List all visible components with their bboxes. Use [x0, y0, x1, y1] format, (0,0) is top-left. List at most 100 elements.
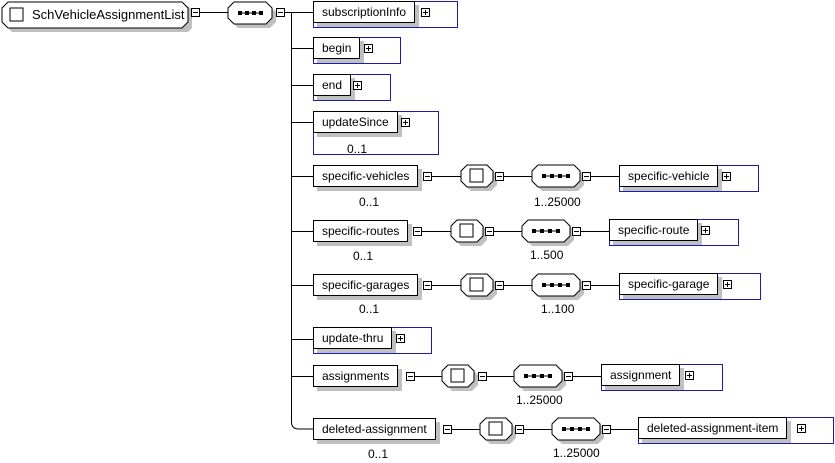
collapse-toggle[interactable] — [423, 172, 432, 181]
connector — [611, 429, 638, 430]
element-specific-vehicles[interactable]: specific-vehicles — [313, 165, 419, 187]
element-subscriptionInfo[interactable]: subscriptionInfo — [313, 1, 416, 23]
collapse-toggle[interactable] — [495, 172, 504, 181]
connector — [573, 376, 601, 377]
element-updateSince[interactable]: updateSince — [313, 111, 398, 133]
connector — [422, 231, 451, 232]
connector — [291, 176, 313, 177]
cardinality-label: 1..100 — [541, 302, 575, 316]
expand-toggle[interactable] — [722, 172, 731, 181]
sequence-icon — [551, 417, 604, 444]
element-specific-routes[interactable]: specific-routes — [313, 220, 409, 242]
connector — [487, 376, 514, 377]
connector — [581, 231, 609, 232]
collapse-toggle[interactable] — [478, 372, 487, 381]
connector — [432, 176, 461, 177]
connector — [291, 85, 313, 86]
connector-spine — [291, 12, 292, 414]
connector — [452, 429, 481, 430]
element-icon — [9, 7, 24, 22]
sequence-compositor[interactable] — [531, 273, 586, 300]
connector — [494, 231, 522, 232]
connector — [591, 285, 619, 286]
element-end[interactable]: end — [313, 74, 352, 96]
collapse-toggle[interactable] — [602, 425, 611, 434]
expand-toggle[interactable] — [401, 118, 410, 127]
expand-toggle[interactable] — [353, 81, 362, 90]
root-collapse-toggle[interactable] — [191, 8, 200, 17]
element-specific-garages[interactable]: specific-garages — [313, 274, 419, 296]
collapse-toggle[interactable] — [423, 281, 432, 290]
sequence-compositor[interactable] — [479, 417, 516, 444]
connector — [524, 429, 552, 430]
element-assignment[interactable]: assignment — [601, 364, 681, 386]
element-deleted-assignment[interactable]: deleted-assignment — [313, 418, 436, 440]
sequence-compositor[interactable] — [441, 364, 478, 391]
connector — [591, 176, 619, 177]
collapse-toggle[interactable] — [406, 372, 415, 381]
root-element-label: SchVehicleAssignmentList — [32, 7, 185, 22]
connector — [285, 12, 291, 13]
element-specific-garage[interactable]: specific-garage — [619, 273, 719, 295]
connector — [415, 376, 444, 377]
sequence-compositor[interactable] — [227, 1, 278, 28]
cardinality-label: 0..1 — [368, 447, 389, 461]
sequence-box-icon — [460, 164, 497, 191]
connector-curve — [291, 410, 313, 430]
collapse-toggle[interactable] — [572, 227, 581, 236]
connector — [291, 231, 313, 232]
element-update-thru[interactable]: update-thru — [313, 327, 393, 349]
sequence-compositor[interactable] — [450, 219, 487, 246]
collapse-toggle[interactable] — [515, 425, 524, 434]
sequence-box-icon — [479, 417, 516, 444]
connector — [291, 48, 313, 49]
element-begin[interactable]: begin — [313, 37, 361, 59]
sequence-compositor[interactable] — [521, 219, 576, 246]
connector — [291, 285, 313, 286]
connector — [504, 285, 532, 286]
element-deleted-assignment-item[interactable]: deleted-assignment-item — [638, 417, 788, 439]
expand-toggle[interactable] — [364, 44, 373, 53]
cardinality-label: 1..25000 — [516, 393, 563, 407]
collapse-toggle[interactable] — [564, 372, 573, 381]
expand-toggle[interactable] — [797, 424, 806, 433]
collapse-toggle[interactable] — [495, 281, 504, 290]
element-assignments[interactable]: assignments — [313, 365, 399, 387]
collapse-toggle[interactable] — [485, 227, 494, 236]
sequence-compositor[interactable] — [460, 164, 497, 191]
sequence-icon — [531, 273, 584, 300]
root-element-shape — [1, 1, 192, 32]
element-specific-route[interactable]: specific-route — [609, 219, 699, 241]
expand-toggle[interactable] — [396, 334, 405, 343]
sequence-compositor[interactable] — [551, 417, 606, 444]
collapse-toggle[interactable] — [413, 227, 422, 236]
sequence-collapse-toggle[interactable] — [276, 8, 285, 17]
cardinality-label: 0..1 — [353, 249, 374, 263]
expand-toggle[interactable] — [723, 280, 732, 289]
sequence-compositor[interactable] — [513, 364, 568, 391]
expand-toggle[interactable] — [421, 8, 430, 17]
sequence-compositor[interactable] — [531, 164, 586, 191]
sequence-compositor[interactable] — [460, 273, 497, 300]
connector — [504, 176, 532, 177]
collapse-toggle[interactable] — [582, 281, 591, 290]
cardinality-label: 1..25000 — [553, 446, 600, 460]
connector — [291, 12, 313, 13]
expand-toggle[interactable] — [701, 226, 710, 235]
sequence-icon — [521, 219, 574, 246]
collapse-toggle[interactable] — [582, 172, 591, 181]
sequence-box-icon — [441, 364, 478, 391]
collapse-toggle[interactable] — [443, 425, 452, 434]
connector — [291, 339, 313, 340]
sequence-box-icon — [450, 219, 487, 246]
sequence-icon — [513, 364, 566, 391]
sequence-icon — [227, 1, 276, 28]
element-specific-vehicle[interactable]: specific-vehicle — [619, 165, 719, 187]
sequence-box-icon — [460, 273, 497, 300]
root-element-node[interactable] — [1, 1, 192, 32]
cardinality-label: 1..500 — [530, 248, 564, 262]
cardinality-label: 0..1 — [347, 142, 368, 156]
cardinality-label: 1..25000 — [534, 195, 581, 209]
expand-toggle[interactable] — [685, 371, 694, 380]
connector — [291, 122, 313, 123]
